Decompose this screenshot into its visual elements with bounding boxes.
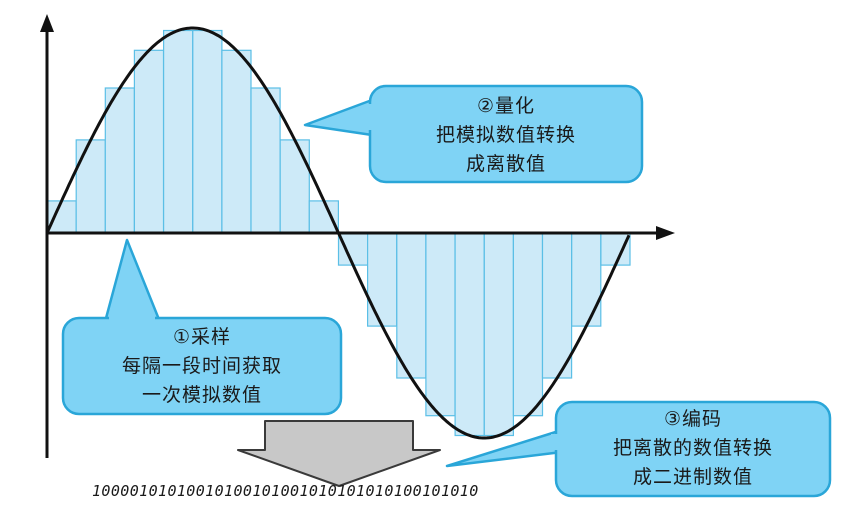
analog-signal-wave <box>45 26 631 440</box>
y-axis-arrowhead <box>40 14 54 32</box>
quantization-step <box>104 87 136 234</box>
quantization-step <box>600 232 631 266</box>
quantization-step <box>454 232 485 437</box>
callout-sample-line2: 每隔一段时间获取 <box>121 355 282 377</box>
quantization-step <box>250 87 281 234</box>
callout-sample-line3: 一次模拟数值 <box>141 384 262 406</box>
quantization-step <box>541 232 573 379</box>
callout-sample <box>61 238 343 416</box>
callout-quantize-line2: 把模拟数值转换 <box>435 124 576 146</box>
x-axis-arrowhead <box>656 226 675 240</box>
callout-encode <box>445 400 832 498</box>
callout-encode-line3: 成二进制数值 <box>632 466 753 488</box>
quantization-step <box>75 139 106 234</box>
callout-sample-text: ①采样 每隔一段时间获取 一次模拟数值 <box>65 323 339 410</box>
down-arrow <box>237 420 441 487</box>
callout-quantize-text: ②量化 把模拟数值转换 成离散值 <box>372 92 640 179</box>
quantization-step <box>279 139 310 234</box>
quantization-steps <box>46 29 631 437</box>
axes <box>40 14 675 458</box>
callout-quantize <box>303 84 644 184</box>
quantization-step <box>308 200 339 234</box>
callout-encode-text: ③编码 把离散的数值转换 成二进制数值 <box>558 405 828 492</box>
quantization-step <box>396 232 427 379</box>
callout-encode-line2: 把离散的数值转换 <box>612 437 773 459</box>
quantization-step <box>483 232 514 437</box>
callout-quantize-line3: 成离散值 <box>465 153 546 175</box>
quantization-step <box>425 232 456 417</box>
quantization-step <box>192 29 223 234</box>
quantization-step <box>571 232 602 327</box>
quantization-step <box>221 49 252 234</box>
binary-output: 1000010101001010010100101010101010010101… <box>92 482 479 500</box>
callout-sample-title: ①采样 <box>172 326 232 348</box>
quantization-step <box>46 200 77 234</box>
callout-quantize-title: ②量化 <box>476 95 536 117</box>
quantization-step <box>133 49 165 234</box>
callout-encode-title: ③编码 <box>663 408 723 430</box>
quantization-step <box>512 232 544 417</box>
quantization-step <box>163 29 194 234</box>
quantization-step <box>367 232 398 327</box>
quantization-step <box>337 232 369 266</box>
